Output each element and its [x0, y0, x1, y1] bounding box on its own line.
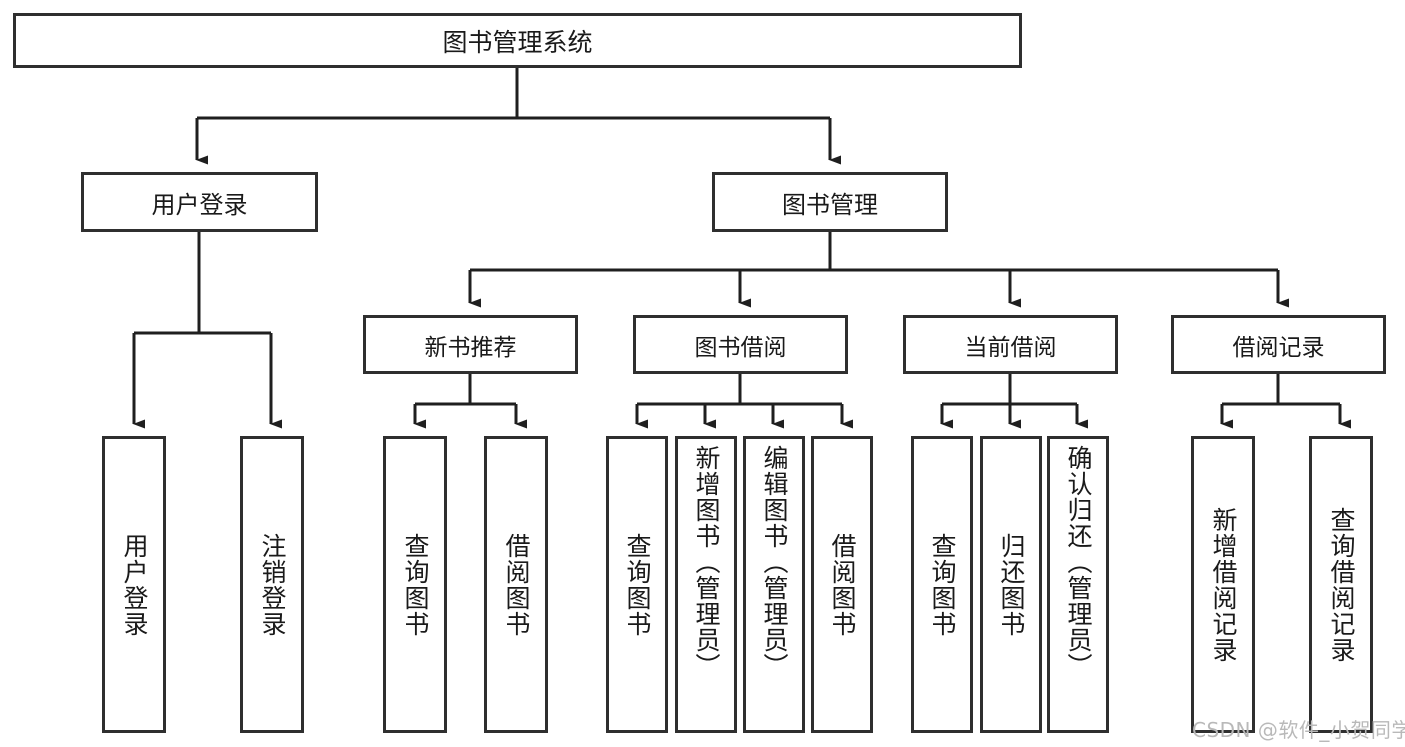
- leaf-label: 查询图书: [401, 532, 430, 637]
- leaf-label: 编辑图书（管理员）: [760, 445, 789, 679]
- node-book-borrow[interactable]: 图书借阅: [633, 315, 848, 374]
- leaf-new-book-borrow[interactable]: 借阅图书: [484, 436, 548, 733]
- node-user-login-label: 用户登录: [151, 190, 248, 219]
- leaf-label: 借阅图书: [828, 532, 857, 637]
- leaf-label: 确认归还（管理员）: [1064, 445, 1093, 679]
- csdn-watermark: CSDN @软件_小贺同学: [1192, 718, 1405, 742]
- node-new-book-recommend[interactable]: 新书推荐: [363, 315, 578, 374]
- node-book-borrow-label: 图书借阅: [694, 334, 787, 361]
- leaf-user-login-login[interactable]: 用户登录: [102, 436, 166, 733]
- leaf-label: 注销登录: [258, 532, 287, 637]
- node-current-borrow[interactable]: 当前借阅: [903, 315, 1118, 374]
- leaf-label: 新增借阅记录: [1209, 506, 1238, 663]
- node-new-book-recommend-label: 新书推荐: [424, 334, 517, 361]
- leaf-book-borrow-edit[interactable]: 编辑图书（管理员）: [743, 436, 805, 733]
- leaf-label: 新增图书（管理员）: [692, 445, 721, 679]
- leaf-current-borrow-confirm[interactable]: 确认归还（管理员）: [1047, 436, 1109, 733]
- leaf-book-borrow-add[interactable]: 新增图书（管理员）: [675, 436, 737, 733]
- leaf-label: 查询图书: [623, 532, 652, 637]
- leaf-current-borrow-query[interactable]: 查询图书: [911, 436, 973, 733]
- leaf-new-book-query[interactable]: 查询图书: [383, 436, 447, 733]
- node-root-label: 图书管理系统: [442, 27, 593, 57]
- node-book-manage-label: 图书管理: [782, 190, 878, 219]
- leaf-label: 查询借阅记录: [1327, 506, 1356, 663]
- leaf-borrow-record-query[interactable]: 查询借阅记录: [1309, 436, 1373, 733]
- leaf-label: 借阅图书: [502, 532, 531, 637]
- leaf-label: 查询图书: [928, 532, 957, 637]
- leaf-current-borrow-return[interactable]: 归还图书: [980, 436, 1042, 733]
- node-borrow-record-label: 借阅记录: [1232, 334, 1325, 361]
- node-root-system[interactable]: 图书管理系统: [13, 13, 1022, 68]
- leaf-user-login-logout[interactable]: 注销登录: [240, 436, 304, 733]
- node-current-borrow-label: 当前借阅: [964, 334, 1057, 361]
- leaf-label: 归还图书: [997, 532, 1026, 637]
- node-book-manage[interactable]: 图书管理: [712, 172, 948, 232]
- node-user-login[interactable]: 用户登录: [81, 172, 318, 232]
- leaf-book-borrow-borrow[interactable]: 借阅图书: [811, 436, 873, 733]
- leaf-borrow-record-add[interactable]: 新增借阅记录: [1191, 436, 1255, 733]
- leaf-label: 用户登录: [120, 532, 149, 637]
- node-borrow-record[interactable]: 借阅记录: [1171, 315, 1386, 374]
- leaf-book-borrow-query[interactable]: 查询图书: [606, 436, 668, 733]
